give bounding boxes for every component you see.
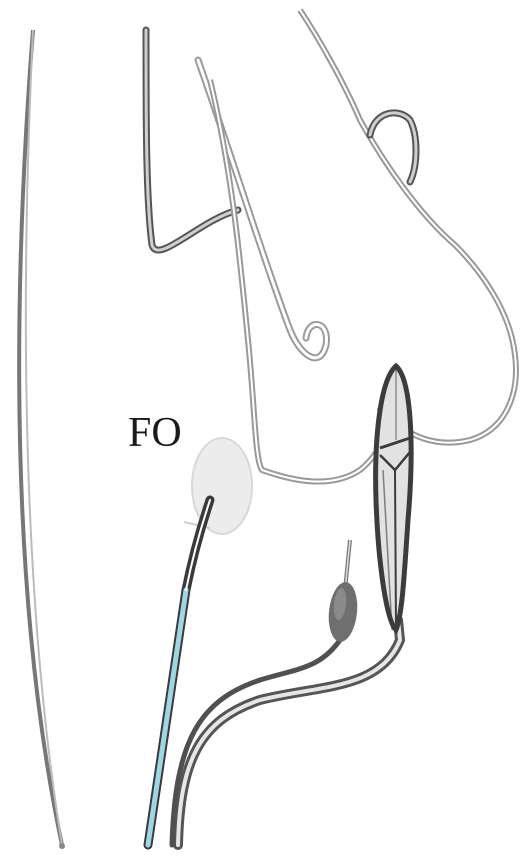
atrial-outline [210, 10, 516, 482]
left-vessel-wall [19, 30, 65, 849]
fo-label: FO [128, 410, 182, 456]
delivery-catheter [178, 620, 400, 845]
balloon-catheter [172, 540, 360, 845]
fossa-ovalis [184, 438, 252, 534]
valve-device [376, 366, 411, 630]
